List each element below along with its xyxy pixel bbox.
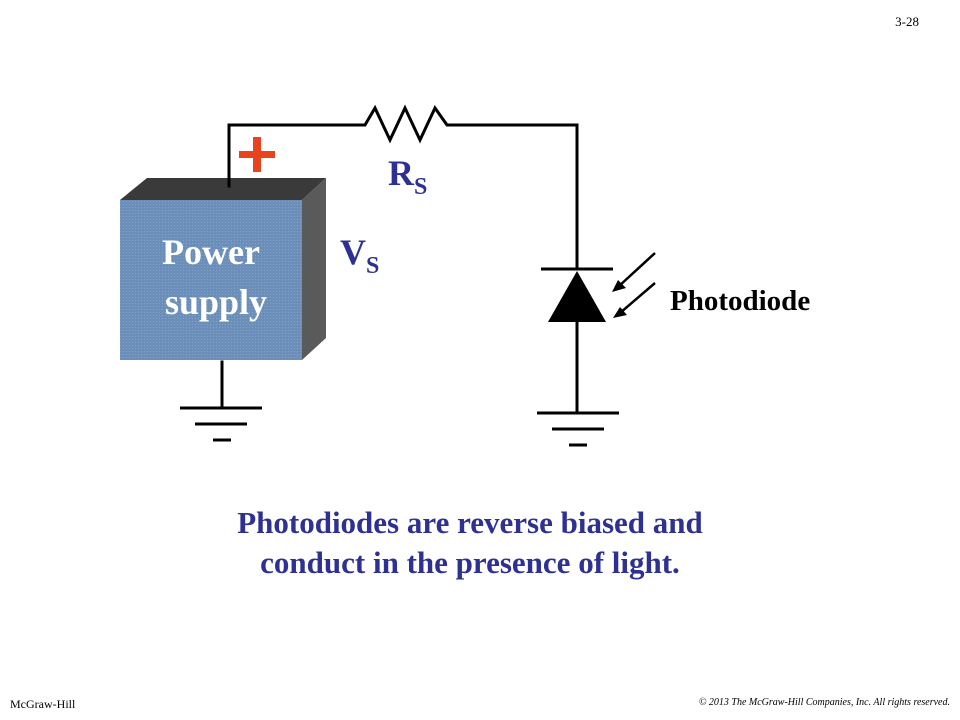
light-arrows-icon bbox=[612, 252, 656, 318]
ground-symbol-left bbox=[180, 406, 262, 442]
ground-symbol-right bbox=[537, 411, 619, 447]
caption: Photodiodes are reverse biased and condu… bbox=[140, 503, 800, 583]
copyright-footer: © 2013 The McGraw-Hill Companies, Inc. A… bbox=[698, 697, 950, 708]
wire-top-left bbox=[227, 123, 352, 188]
plus-sign-icon bbox=[239, 137, 275, 172]
publisher-footer: McGraw-Hill bbox=[10, 697, 76, 711]
voltage-label: VS bbox=[340, 232, 379, 279]
photodiode-symbol bbox=[541, 267, 613, 322]
resistor-label: RS bbox=[388, 153, 427, 200]
caption-line-2: conduct in the presence of light. bbox=[260, 545, 680, 580]
power-supply-front bbox=[120, 200, 302, 360]
wire-top-right bbox=[456, 123, 579, 270]
photodiode-label: Photodiode bbox=[670, 285, 810, 317]
power-supply-side bbox=[302, 178, 326, 360]
slide-number: 3-28 bbox=[895, 14, 919, 29]
power-supply-top bbox=[120, 178, 326, 200]
resistor-zigzag bbox=[348, 104, 460, 144]
power-supply-label-line2: supply bbox=[165, 282, 267, 322]
power-supply-label-line1: Power bbox=[162, 232, 260, 272]
caption-line-1: Photodiodes are reverse biased and bbox=[237, 505, 703, 540]
power-supply: Power supply bbox=[120, 178, 326, 360]
